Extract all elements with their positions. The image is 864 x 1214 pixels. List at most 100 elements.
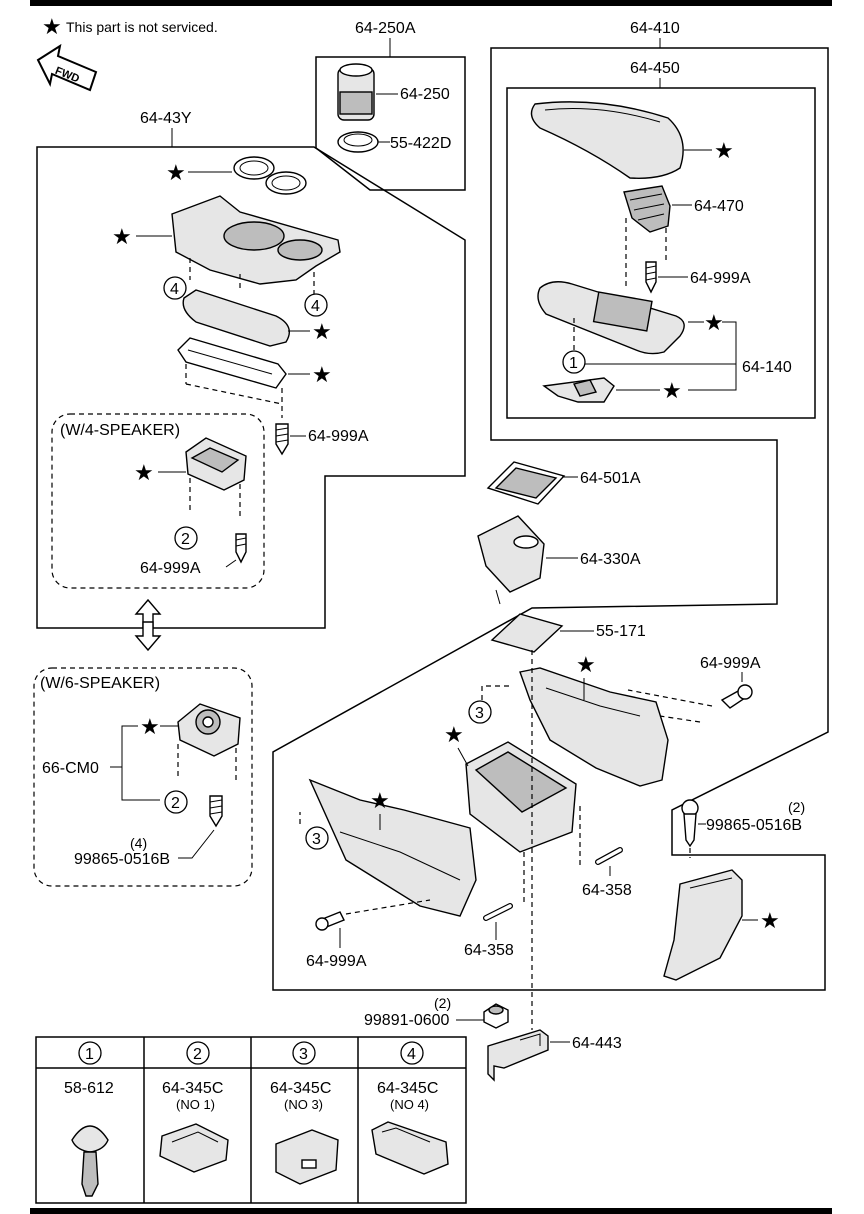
ref-2a: 2: [181, 531, 190, 548]
star-icon: ★: [166, 161, 186, 186]
callout-99891: 99891-0600: [364, 1012, 450, 1029]
part-64-470: [623, 185, 671, 233]
callout-64-999A-d: 64-999A: [700, 655, 761, 672]
star-icon: ★: [112, 225, 132, 250]
callout-99865-a: 99865-0516B: [74, 851, 170, 868]
callout-64-140: 64-140: [742, 359, 792, 376]
part-speaker-4: [185, 437, 247, 491]
group-box-64-410: [272, 47, 829, 991]
w4-speaker-label: (W/4-SPEAKER): [60, 422, 180, 439]
callout-64-358-a: 64-358: [582, 882, 632, 899]
w6-speaker-label: (W/6-SPEAKER): [40, 675, 160, 692]
part-64-345C-no4-icon: [371, 1121, 449, 1175]
table-header-2: 2: [193, 1046, 202, 1063]
part-speaker-6: [177, 703, 241, 757]
callout-55-422D: 55-422D: [390, 135, 451, 152]
part-55-171: [490, 613, 564, 653]
part-55-422D: [337, 131, 379, 153]
table-note-4: (NO 4): [390, 1097, 429, 1112]
star-icon: ★: [370, 789, 390, 814]
callout-64-358-b: 64-358: [464, 942, 514, 959]
table-part-4: 64-345C: [377, 1080, 438, 1097]
screw-icon: [209, 795, 223, 828]
part-console-bracket: [465, 741, 577, 853]
part-64-140: [537, 281, 685, 355]
part-64-501A: [486, 461, 566, 505]
part-clip-bracket: [542, 377, 615, 403]
star-icon: ★: [140, 715, 160, 740]
callout-64-999A-e: 64-999A: [306, 953, 367, 970]
part-58-612-icon: [71, 1125, 109, 1197]
table-header-1: 1: [85, 1046, 94, 1063]
top-rule: [30, 0, 832, 6]
qty-2-b: (2): [434, 995, 451, 1011]
callout-99865-b: 99865-0516B: [706, 817, 802, 834]
part-64-330A: [477, 515, 545, 605]
part-rear-end-cap: [663, 869, 743, 981]
legend-star-icon: ★: [42, 15, 62, 40]
screw-icon: [235, 533, 247, 564]
screw-icon: [681, 799, 699, 848]
group-box-64-450: [506, 87, 816, 419]
part-armrest-lid: [530, 101, 684, 179]
group-box-64-43Y: [36, 146, 466, 629]
double-arrow-icon: [134, 598, 162, 652]
table-part-2: 64-345C: [162, 1080, 223, 1097]
callout-64-501A: 64-501A: [580, 470, 641, 487]
star-icon: ★: [444, 723, 464, 748]
reference-table: 1 2 3 4 58-612 64-345C 64-345C 64-345C (…: [35, 1036, 467, 1204]
nut-icon: [483, 1003, 509, 1029]
callout-64-330A: 64-330A: [580, 551, 641, 568]
star-icon: ★: [576, 653, 596, 678]
ref-4a: 4: [170, 281, 179, 298]
part-cup-holder-panel: [171, 195, 341, 285]
qty-2-a: (2): [788, 799, 805, 815]
qty-4: (4): [130, 835, 147, 851]
part-64-345C-no3-icon: [275, 1129, 339, 1185]
part-left-side-trim: [308, 778, 477, 917]
ref-4b: 4: [311, 298, 320, 315]
star-icon: ★: [312, 320, 332, 345]
legend-text: This part is not serviced.: [66, 19, 218, 35]
table-header-4: 4: [407, 1046, 416, 1063]
part-ring-left: [233, 156, 275, 180]
star-icon: ★: [760, 909, 780, 934]
part-64-250: [337, 63, 375, 121]
callout-66-CM0: 66-CM0: [42, 760, 99, 777]
callout-64-999A-b: 64-999A: [308, 428, 369, 445]
group-box-64-250A: [315, 56, 466, 191]
callout-64-450: 64-450: [630, 60, 680, 77]
screw-icon: [315, 911, 345, 931]
star-icon: ★: [312, 363, 332, 388]
ref-3a: 3: [475, 705, 484, 722]
ref-3b: 3: [312, 831, 321, 848]
callout-64-410: 64-410: [630, 20, 680, 37]
callout-64-470: 64-470: [694, 198, 744, 215]
group-box-w6-speaker: [33, 667, 253, 887]
table-note-3: (NO 3): [284, 1097, 323, 1112]
part-console-side-panel: [519, 667, 669, 787]
star-icon: ★: [704, 311, 724, 336]
callout-64-43Y: 64-43Y: [140, 110, 192, 127]
star-icon: ★: [714, 139, 734, 164]
part-64-443: [487, 1029, 549, 1082]
fwd-arrow-icon: FWD: [36, 43, 98, 92]
callout-64-250: 64-250: [400, 86, 450, 103]
callout-55-171: 55-171: [596, 623, 646, 640]
table-note-2: (NO 1): [176, 1097, 215, 1112]
callout-64-250A: 64-250A: [355, 20, 416, 37]
ref-2b: 2: [171, 795, 180, 812]
part-64-345C-no1-icon: [159, 1123, 229, 1173]
star-icon: ★: [134, 461, 154, 486]
part-pad: [182, 289, 290, 347]
table-header-3: 3: [299, 1046, 308, 1063]
table-part-1: 58-612: [64, 1080, 114, 1097]
star-icon: ★: [662, 379, 682, 404]
screw-icon: [720, 684, 753, 709]
ref-1: 1: [569, 355, 578, 372]
callout-64-999A-c: 64-999A: [140, 560, 201, 577]
callout-64-443: 64-443: [572, 1035, 622, 1052]
table-part-3: 64-345C: [270, 1080, 331, 1097]
